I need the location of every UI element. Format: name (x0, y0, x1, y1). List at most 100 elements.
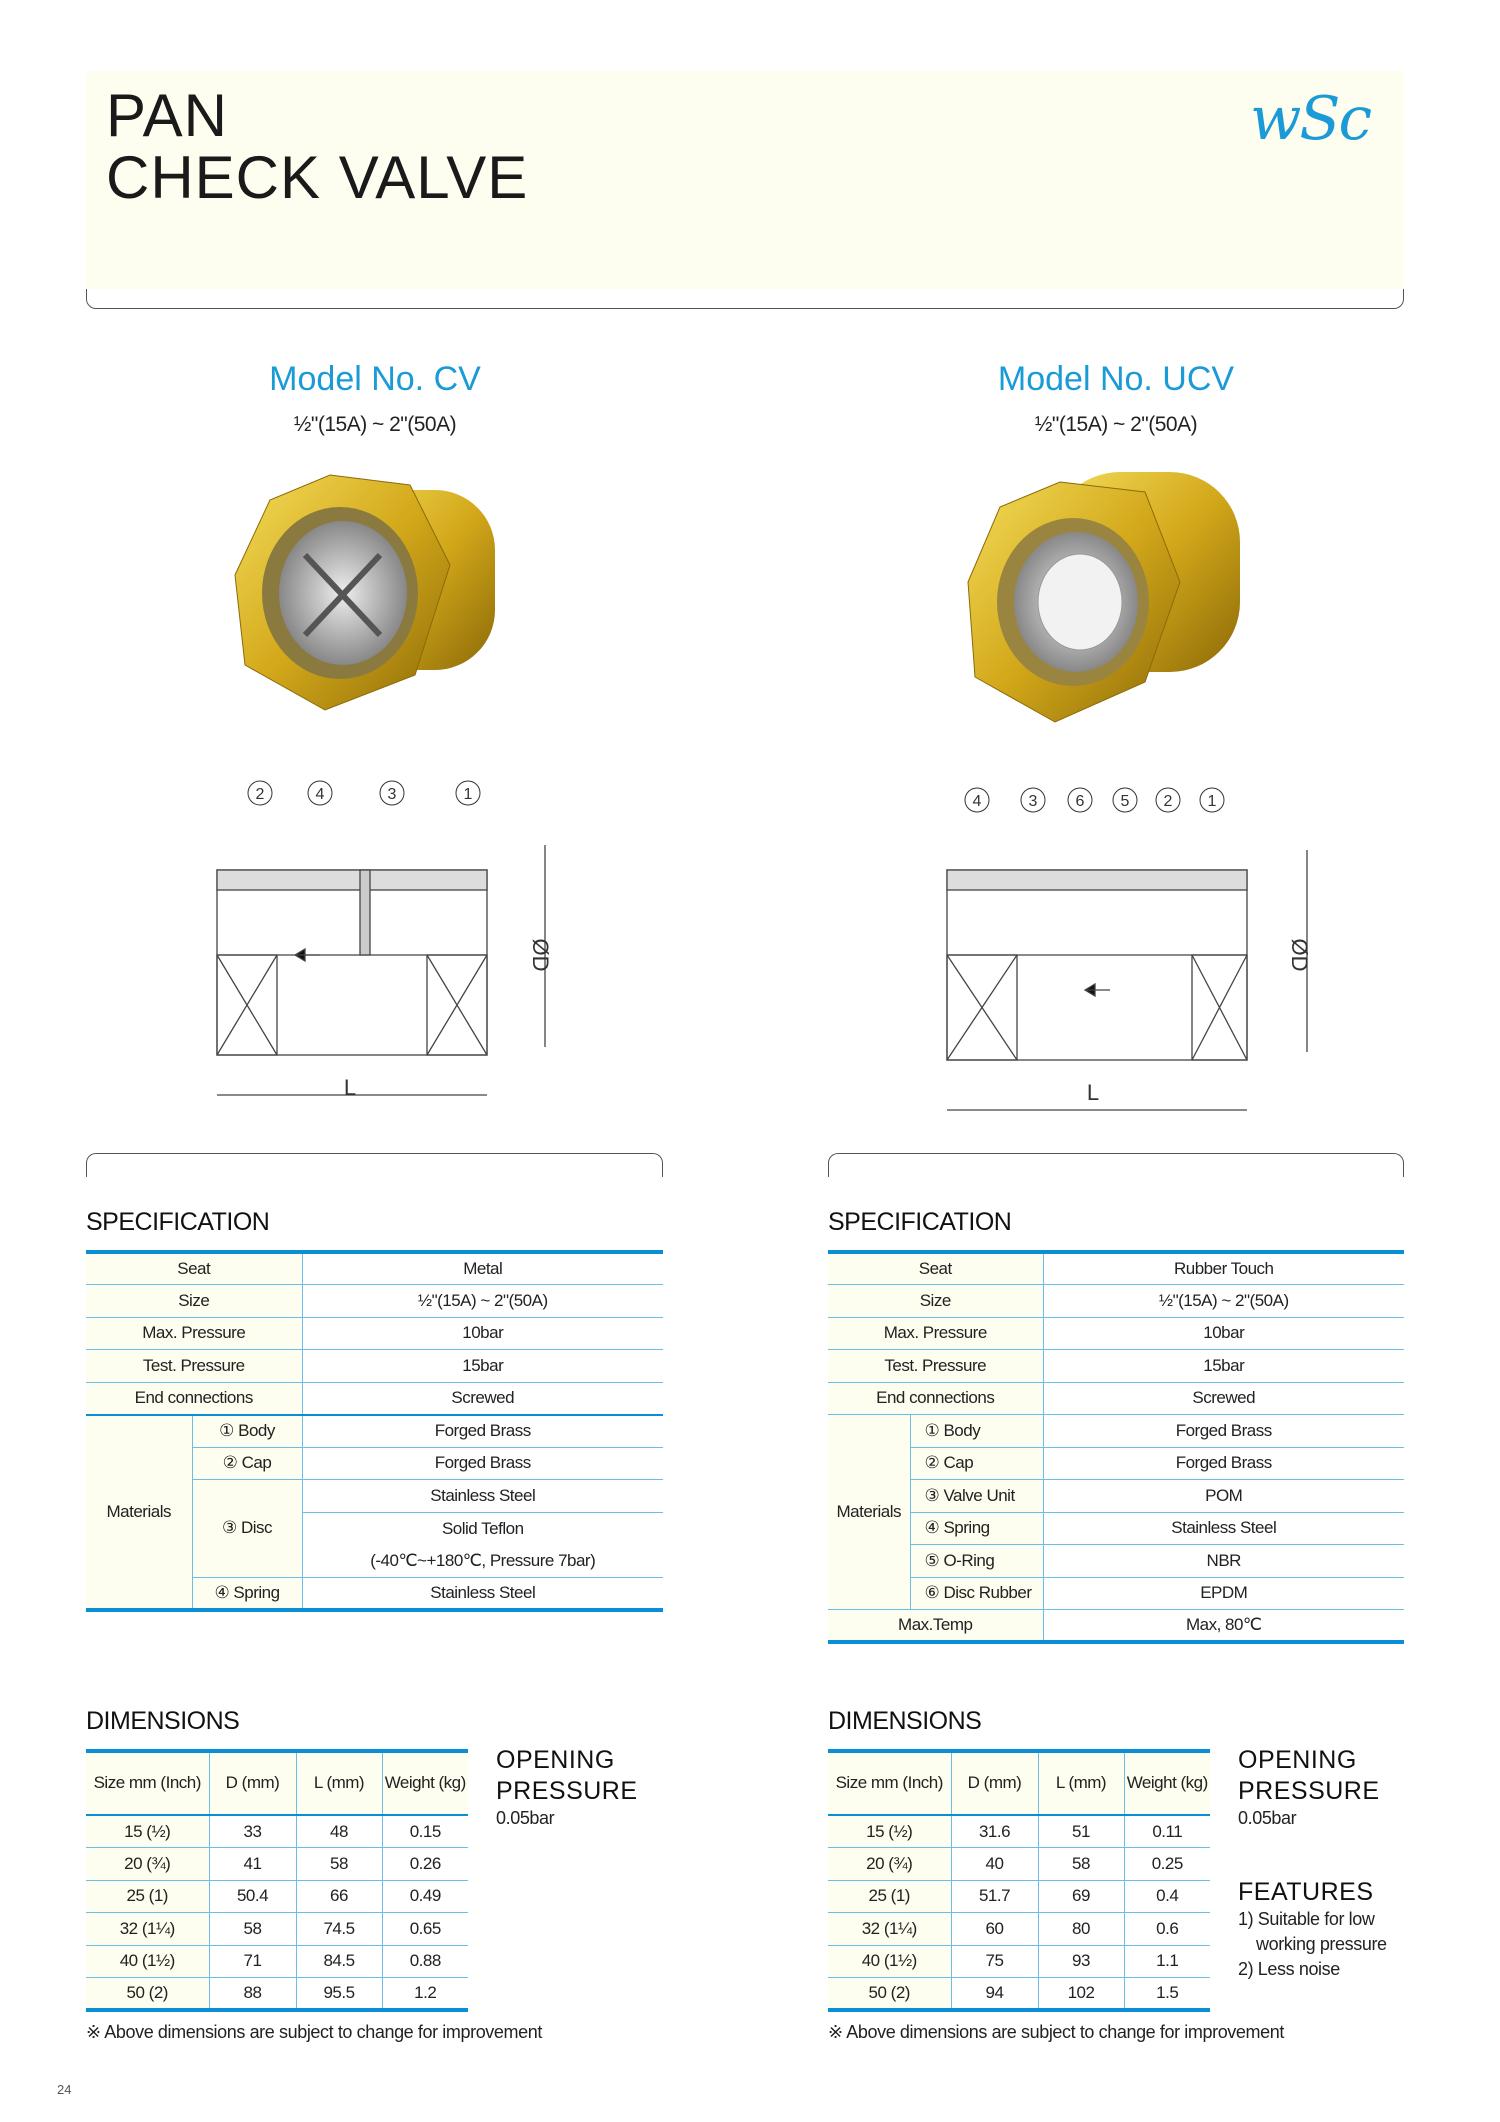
cv-section-drawing: 2 4 3 1 L ØD (216, 780, 553, 1100)
dim-l-label: L (1087, 1080, 1099, 1105)
table-cell: 32 (1¼) (828, 1912, 952, 1946)
dim-d-label: ØD (528, 939, 553, 972)
table-cell: 50 (2) (828, 1977, 952, 2011)
table-cell: 15 (½) (828, 1815, 952, 1848)
cv-valve-photo (234, 474, 495, 711)
table-cell: 0.4 (1124, 1880, 1210, 1913)
table-row: (-40℃~+180℃, Pressure 7bar) (86, 1544, 663, 1578)
table-cell: 0.11 (1124, 1815, 1210, 1848)
table-cell: 33 (209, 1815, 297, 1848)
ucv-spec-heading: SPECIFICATION (828, 1208, 1012, 1236)
model-cv-range: ½"(15A) ~ 2"(50A) (293, 413, 457, 436)
callout-3: 3 (1029, 793, 1038, 810)
ucv-dim-table: Size mm (Inch)D (mm)L (mm)Weight (kg) 15… (828, 1749, 1210, 2012)
table-cell: 58 (209, 1912, 297, 1946)
table-cell: 0.6 (1124, 1912, 1210, 1946)
table-cell: 32 (1¼) (86, 1912, 210, 1946)
table-cell: 48 (296, 1815, 383, 1848)
table-cell: 50 (2) (86, 1977, 210, 2011)
table-row: Solid Teflon (441, 1518, 524, 1538)
cv-dim-note: ※ Above dimensions are subject to change… (86, 2022, 542, 2042)
ucv-opening-title-2: PRESSURE (1238, 1777, 1380, 1805)
table-cell: 93 (1038, 1945, 1125, 1978)
header-panel (86, 71, 1404, 289)
table-cell: 31.6 (951, 1815, 1039, 1848)
table-cell: 25 (1) (828, 1880, 952, 1913)
table-cell: 0.15 (382, 1815, 468, 1848)
callout-2: 2 (256, 786, 265, 803)
ucv-dim-heading: DIMENSIONS (828, 1707, 982, 1735)
table-cell: 60 (951, 1912, 1039, 1946)
cv-opening-value: 0.05bar (496, 1808, 555, 1828)
table-cell: 58 (296, 1847, 383, 1881)
feature-item: 1) Suitable for low (1238, 1909, 1375, 1929)
model-ucv-title: Model No. UCV (997, 360, 1235, 398)
header-divider (86, 289, 1404, 309)
table-cell: 1.5 (1124, 1977, 1210, 2011)
table-cell: 20 (¾) (828, 1847, 952, 1881)
model-ucv-range: ½"(15A) ~ 2"(50A) (1034, 413, 1198, 436)
table-cell: 0.25 (1124, 1847, 1210, 1881)
table-cell: 84.5 (296, 1945, 383, 1978)
callout-2: 2 (1164, 793, 1173, 810)
table-cell: 51 (1038, 1815, 1125, 1848)
dim-l-label: L (344, 1075, 356, 1100)
page-title-line1: PAN (106, 82, 228, 149)
ucv-dim-note: ※ Above dimensions are subject to change… (828, 2022, 1284, 2042)
table-cell: 95.5 (296, 1977, 383, 2011)
table-cell: 0.65 (382, 1912, 468, 1946)
table-cell: 40 (1½) (86, 1945, 210, 1978)
callout-1: 1 (464, 786, 473, 803)
table-cell: 15 (½) (86, 1815, 210, 1848)
table-cell: 75 (951, 1945, 1039, 1978)
callout-1: 1 (1208, 793, 1217, 810)
table-cell: 40 (951, 1847, 1039, 1881)
feature-item: working pressure (1256, 1934, 1387, 1954)
table-cell: 94 (951, 1977, 1039, 2011)
table-cell: 0.88 (382, 1945, 468, 1978)
table-cell: 25 (1) (86, 1880, 210, 1913)
ucv-valve-photo (967, 472, 1240, 723)
page-title-line2: CHECK VALVE (106, 144, 529, 211)
table-cell: 1.2 (382, 1977, 468, 2011)
table-cell: 80 (1038, 1912, 1125, 1946)
dim-d-label: ØD (1287, 939, 1312, 972)
cv-opening-title-2: PRESSURE (496, 1777, 638, 1805)
callout-4: 4 (316, 786, 325, 803)
table-cell: 66 (296, 1880, 383, 1913)
callout-6: 6 (1076, 793, 1085, 810)
table-cell: 50.4 (209, 1880, 297, 1913)
wsc-logo: wSc (1250, 84, 1372, 154)
feature-item: 2) Less noise (1238, 1959, 1340, 1979)
ucv-spec-tab (828, 1153, 1404, 1177)
table-cell: 58 (1038, 1847, 1125, 1881)
model-cv-title: Model No. CV (269, 360, 481, 398)
